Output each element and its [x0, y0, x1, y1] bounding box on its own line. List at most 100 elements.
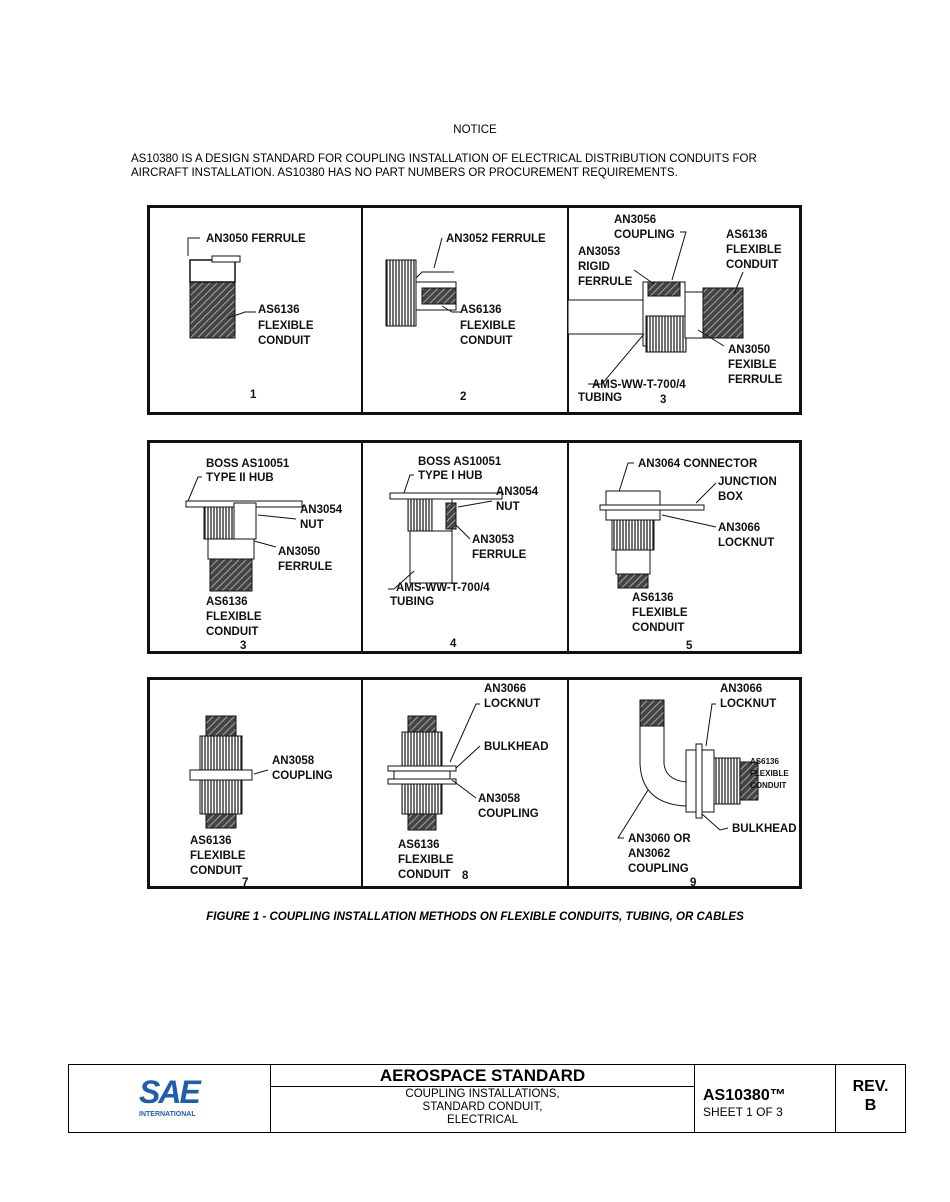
panel-6: AN3064 CONNECTOR JUNCTION BOX AN3066 LOC…: [599, 458, 777, 651]
p6-connector-label: AN3064 CONNECTOR: [638, 458, 758, 470]
p1-conduit-3: CONDUIT: [258, 335, 310, 347]
p4-nut-1: AN3054: [300, 504, 343, 516]
p4-conduit-3: CONDUIT: [206, 626, 258, 638]
panel-8: AN3066 LOCKNUT BULKHEAD AN3058 COUPLING …: [387, 683, 549, 882]
figure-row-3: AN3058 COUPLING AS6136 FLEXIBLE CONDUIT …: [147, 677, 802, 889]
p2-conduit-1: AS6136: [460, 304, 502, 316]
p6-locknut-1: AN3066: [718, 522, 760, 534]
p3-flex-2: FLEXIBLE: [726, 244, 782, 256]
p9-coupling-2: AN3062: [628, 848, 670, 860]
p3-tubing-1: AMS-WW-T-700/4: [592, 379, 686, 391]
p4-conduit-2: FLEXIBLE: [206, 611, 262, 623]
doc-number: AS10380™: [703, 1087, 786, 1104]
sae-logo-cell: SAE INTERNATIONAL: [69, 1065, 271, 1132]
p9-number: 9: [690, 877, 696, 886]
doc-number-cell: AS10380™ SHEET 1 OF 3: [695, 1065, 836, 1132]
p8-locknut-1: AN3066: [484, 683, 526, 695]
figure-row-2: BOSS AS10051 TYPE II HUB AN3054 NUT AN30…: [147, 440, 802, 654]
p1-conduit-2: FLEXIBLE: [258, 320, 314, 332]
p2-ferrule-label: AN3052 FERRULE: [446, 233, 546, 245]
p8-conduit-1: AS6136: [398, 839, 440, 851]
sae-logo-subtext: INTERNATIONAL: [139, 1111, 196, 1118]
p8-coupling-1: AN3058: [478, 793, 521, 805]
p9-locknut-1: AN3066: [720, 683, 762, 695]
p3-rigid-1: AN3053: [578, 246, 620, 258]
p5-nut-2: NUT: [496, 501, 520, 513]
p2-conduit-2: FLEXIBLE: [460, 320, 516, 332]
subtitle-line-3: ELECTRICAL: [447, 1114, 518, 1126]
p4-boss-1: BOSS AS10051: [206, 458, 290, 470]
figure-caption: FIGURE 1 - COUPLING INSTALLATION METHODS…: [206, 911, 744, 923]
p8-conduit-3: CONDUIT: [398, 869, 450, 881]
panel-3: AN3056 COUPLING AN3053 RIGID FERRULE AS6…: [567, 214, 783, 406]
notice-title: NOTICE: [453, 124, 497, 136]
p3-coupling-1: AN3056: [614, 214, 656, 226]
revision-cell: REV. B: [836, 1065, 905, 1132]
p8-locknut-2: LOCKNUT: [484, 698, 540, 710]
p7-conduit-1: AS6136: [190, 835, 232, 847]
p4-ferrule-2: FERRULE: [278, 561, 333, 573]
p7-coupling-2: COUPLING: [272, 770, 333, 782]
p1-ferrule-label: AN3050 FERRULE: [206, 233, 306, 245]
panel-9: AN3066 LOCKNUT AS6136 FLEXIBLE CONDUIT B…: [617, 683, 797, 886]
p9-bulkhead-label: BULKHEAD: [732, 823, 797, 835]
p9-conduit-3: CONDUIT: [750, 781, 787, 790]
p1-number: 1: [250, 389, 257, 401]
standard-heading: AEROSPACE STANDARD: [271, 1065, 694, 1087]
p2-number: 2: [460, 391, 466, 403]
subtitle-line-2: STANDARD CONDUIT,: [422, 1101, 543, 1113]
p4-ferrule-1: AN3050: [278, 546, 320, 558]
p4-conduit-1: AS6136: [206, 596, 248, 608]
rev-label: REV.: [852, 1078, 889, 1095]
p3-fexible-2: FEXIBLE: [728, 359, 777, 371]
p3-fexible-1: AN3050: [728, 344, 770, 356]
p3-flex-3: CONDUIT: [726, 259, 778, 271]
p7-conduit-2: FLEXIBLE: [190, 850, 246, 862]
panel-7: AN3058 COUPLING AS6136 FLEXIBLE CONDUIT …: [189, 715, 333, 886]
p5-tubing-2: TUBING: [390, 596, 434, 608]
p9-coupling-3: COUPLING: [628, 863, 689, 875]
sae-logo-text: SAE: [139, 1074, 202, 1110]
revision: REV. B: [836, 1077, 905, 1115]
panel-5: BOSS AS10051 TYPE I HUB AN3054 NUT AN305…: [388, 456, 539, 650]
p9-locknut-2: LOCKNUT: [720, 698, 776, 710]
p2-conduit-3: CONDUIT: [460, 335, 512, 347]
p6-locknut-2: LOCKNUT: [718, 537, 774, 549]
panel-2: AN3052 FERRULE AS6136 FLEXIBLE CONDUIT 2: [385, 233, 546, 403]
figure-row-1: AN3050 FERRULE AS6136 FLEXIBLE CONDUIT 1…: [147, 205, 802, 415]
p7-number: 7: [242, 877, 248, 886]
p1-conduit-1: AS6136: [258, 304, 300, 316]
p5-boss-1: BOSS AS10051: [418, 456, 502, 468]
p3-fexible-3: FERRULE: [728, 374, 783, 386]
p4-boss-2: TYPE II HUB: [206, 472, 274, 484]
p3-tubing-2: TUBING: [578, 392, 622, 404]
p6-junction-2: BOX: [718, 491, 743, 503]
p8-number: 8: [462, 870, 469, 882]
p3-rigid-3: FERRULE: [578, 276, 633, 288]
p6-conduit-1: AS6136: [632, 592, 674, 604]
title-cell: AEROSPACE STANDARD COUPLING INSTALLATION…: [271, 1065, 695, 1132]
p8-conduit-2: FLEXIBLE: [398, 854, 454, 866]
p5-boss-2: TYPE I HUB: [418, 470, 483, 482]
p6-junction-1: JUNCTION: [718, 476, 777, 488]
p9-coupling-1: AN3060 OR: [628, 833, 691, 845]
p5-ferrule-2: FERRULE: [472, 549, 527, 561]
rev-value: B: [864, 1097, 877, 1114]
p8-coupling-2: COUPLING: [478, 808, 539, 820]
p5-tubing-1: AMS-WW-T-700/4: [396, 582, 490, 594]
p5-ferrule-1: AN3053: [472, 534, 514, 546]
p9-conduit-1: AS6136: [750, 757, 779, 766]
p5-number: 4: [450, 638, 457, 650]
panel-4: BOSS AS10051 TYPE II HUB AN3054 NUT AN30…: [185, 458, 343, 651]
p3-coupling-2: COUPLING: [614, 229, 675, 241]
p7-conduit-3: CONDUIT: [190, 865, 242, 877]
subtitle-line-1: COUPLING INSTALLATIONS,: [405, 1088, 560, 1100]
p6-number: 5: [686, 640, 693, 651]
sae-logo-icon: SAE INTERNATIONAL: [139, 1074, 204, 1118]
p3-rigid-2: RIGID: [578, 261, 610, 273]
notice-body: AS10380 IS A DESIGN STANDARD FOR COUPLIN…: [131, 152, 831, 180]
title-block: SAE INTERNATIONAL AEROSPACE STANDARD COU…: [68, 1064, 906, 1133]
panel-1: AN3050 FERRULE AS6136 FLEXIBLE CONDUIT 1: [187, 233, 314, 401]
sheet-number: SHEET 1 OF 3: [703, 1105, 783, 1119]
standard-subtitle: COUPLING INSTALLATIONS, STANDARD CONDUIT…: [271, 1087, 694, 1127]
